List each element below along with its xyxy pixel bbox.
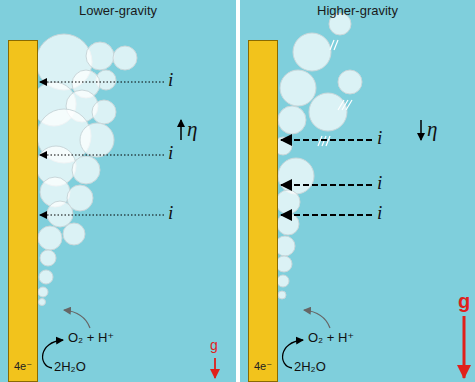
current-arrows-left [40,82,164,215]
gravity-panel: Higher-gravity 4e⁻ [240,0,475,382]
release-arrow [304,310,330,328]
electron-count: 4e⁻ [14,360,32,373]
gravity-arrow [214,358,216,378]
product-label: O₂ + H⁺ [68,331,114,345]
current-arrows-right [281,140,372,215]
electrode: 4e⁻ [8,40,38,382]
panel-title: Lower-gravity [79,3,157,18]
panel-ground [240,0,475,382]
current-label: i [377,203,382,224]
gravity-label: g [458,290,470,312]
release-arrow [64,310,90,328]
overpotential-label: η [427,118,437,141]
reactant-label: 2H₂O [54,360,86,374]
reactant-label: 2H₂O [294,360,326,374]
current-label: i [168,143,173,164]
current-label: i [377,173,382,194]
current-label: i [168,70,173,91]
gravity-arrow [463,316,466,378]
overpotential-label: η [187,118,197,141]
current-label: i [168,203,173,224]
electrode: 4e⁻ [248,40,278,382]
motion-lines [318,40,352,146]
gravity-panel: Lower-gravity 4e⁻ [0,0,236,382]
electron-count: 4e⁻ [254,360,272,373]
product-label: O₂ + H⁺ [308,331,354,345]
current-label: i [377,128,382,149]
panel-title: Higher-gravity [317,3,398,18]
panel-ground [0,0,236,382]
gravity-label: g [210,338,218,353]
eta-down-arrow [420,120,422,140]
bubbles-left [32,34,137,306]
eta-up-arrow [180,120,182,140]
bubbles-right [274,13,362,299]
